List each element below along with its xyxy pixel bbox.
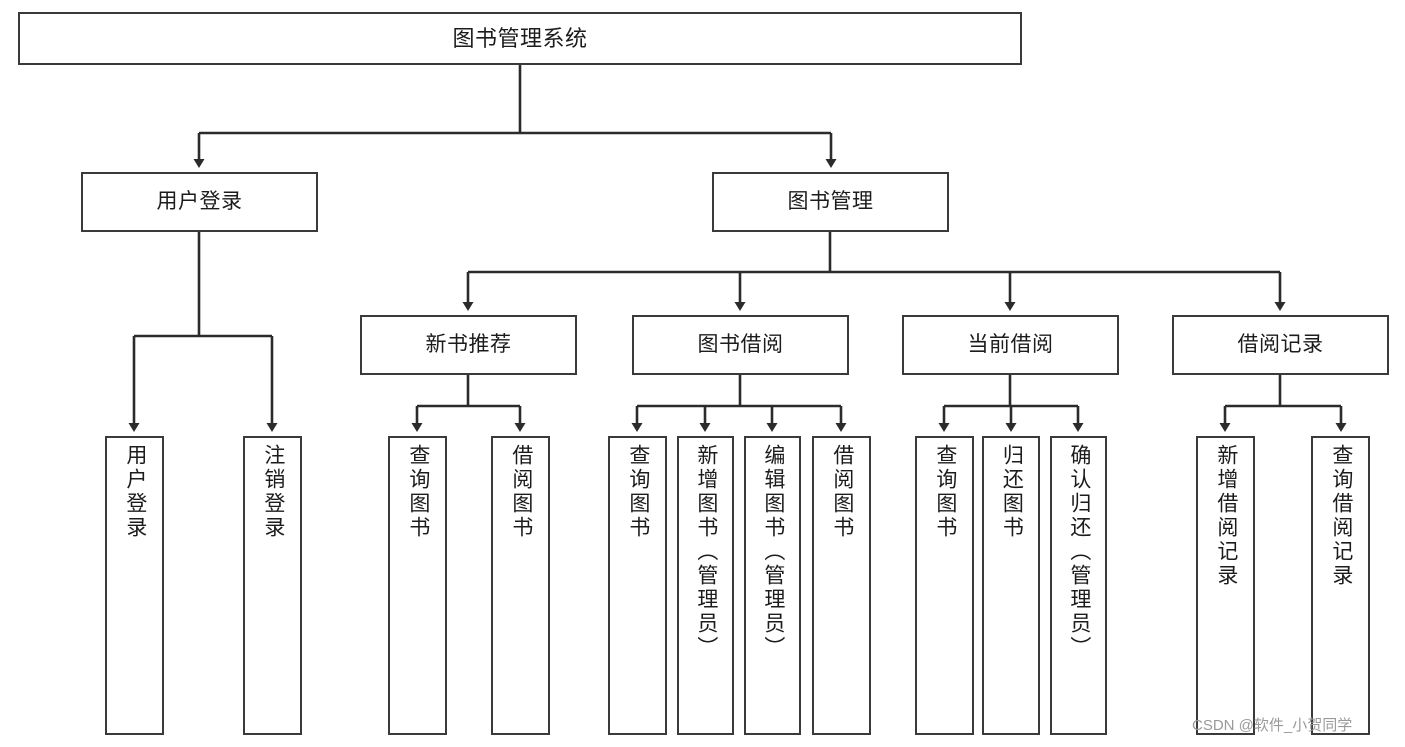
- node-label: 用户登录: [123, 444, 147, 540]
- node-user-login[interactable]: 用户登录: [81, 172, 318, 232]
- leaf-user-login[interactable]: 用户登录: [105, 436, 164, 735]
- leaf-borrow-book[interactable]: 借阅图书: [812, 436, 871, 735]
- node-label: 新书推荐: [425, 332, 512, 356]
- leaf-query-book-current[interactable]: 查询图书: [915, 436, 974, 735]
- node-label: 新增图书（管理员）: [694, 444, 718, 660]
- node-book-borrow[interactable]: 图书借阅: [632, 315, 849, 375]
- leaf-edit-book-admin[interactable]: 编辑图书（管理员）: [744, 436, 801, 735]
- leaf-borrow-book-new[interactable]: 借阅图书: [491, 436, 550, 735]
- node-label: 用户登录: [156, 189, 243, 213]
- node-label: 查询借阅记录: [1329, 444, 1353, 588]
- node-current-borrow[interactable]: 当前借阅: [902, 315, 1119, 375]
- node-label: 查询图书: [933, 444, 957, 540]
- leaf-query-borrow-record[interactable]: 查询借阅记录: [1311, 436, 1370, 735]
- node-book-management[interactable]: 图书管理: [712, 172, 949, 232]
- leaf-add-borrow-record[interactable]: 新增借阅记录: [1196, 436, 1255, 735]
- node-label: 当前借阅: [967, 332, 1054, 356]
- leaf-add-book-admin[interactable]: 新增图书（管理员）: [677, 436, 734, 735]
- node-label: 确认归还（管理员）: [1067, 444, 1091, 660]
- leaf-confirm-return-admin[interactable]: 确认归还（管理员）: [1050, 436, 1107, 735]
- node-label: 新增借阅记录: [1214, 444, 1238, 588]
- node-label: 图书管理: [787, 189, 874, 213]
- node-label: 查询图书: [626, 444, 650, 540]
- node-label: 借阅图书: [509, 444, 533, 540]
- node-label: 归还图书: [1000, 444, 1024, 540]
- leaf-query-book[interactable]: 查询图书: [608, 436, 667, 735]
- node-borrow-record[interactable]: 借阅记录: [1172, 315, 1389, 375]
- node-new-book-recommend[interactable]: 新书推荐: [360, 315, 577, 375]
- watermark: CSDN @软件_小贺同学: [1192, 717, 1353, 734]
- node-label: 注销登录: [261, 444, 285, 540]
- node-root-system[interactable]: 图书管理系统: [18, 12, 1022, 65]
- node-label: 查询图书: [406, 444, 430, 540]
- leaf-return-book[interactable]: 归还图书: [982, 436, 1040, 735]
- node-label: 借阅图书: [830, 444, 854, 540]
- node-label: 编辑图书（管理员）: [761, 444, 785, 660]
- leaf-logout[interactable]: 注销登录: [243, 436, 302, 735]
- node-label: 图书借阅: [697, 332, 784, 356]
- node-label: 借阅记录: [1237, 332, 1324, 356]
- leaf-query-book-new[interactable]: 查询图书: [388, 436, 447, 735]
- node-label: 图书管理系统: [452, 25, 588, 51]
